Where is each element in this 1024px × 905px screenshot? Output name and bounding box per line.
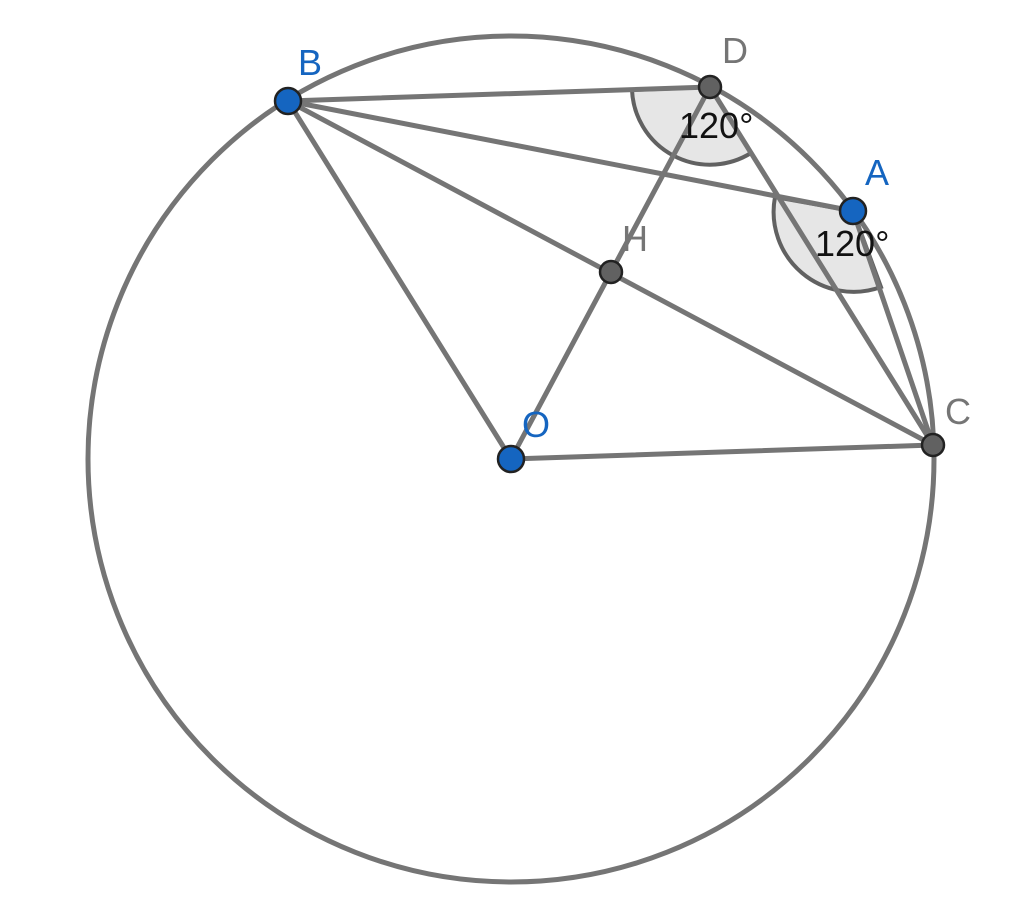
point-c[interactable] — [920, 432, 946, 458]
segment-oc — [508, 442, 936, 462]
point-h[interactable] — [598, 259, 624, 285]
label-c: C — [945, 391, 971, 432]
segment-dc — [707, 84, 936, 448]
segment-ac — [850, 208, 936, 448]
point-d[interactable] — [697, 74, 723, 100]
point-b[interactable] — [273, 86, 303, 116]
segment-bd — [285, 84, 713, 104]
angle-label-d: 120° — [679, 105, 753, 146]
circle-o — [85, 33, 937, 885]
angle-label-a: 120° — [815, 223, 889, 264]
label-a: A — [865, 152, 889, 193]
point-a[interactable] — [838, 196, 868, 226]
label-b: B — [298, 42, 322, 83]
label-d: D — [722, 30, 748, 71]
label-h: H — [622, 218, 648, 259]
point-o[interactable] — [496, 444, 526, 474]
segment-bo — [285, 98, 514, 462]
label-o: O — [522, 404, 550, 445]
segment-ba — [285, 98, 856, 214]
